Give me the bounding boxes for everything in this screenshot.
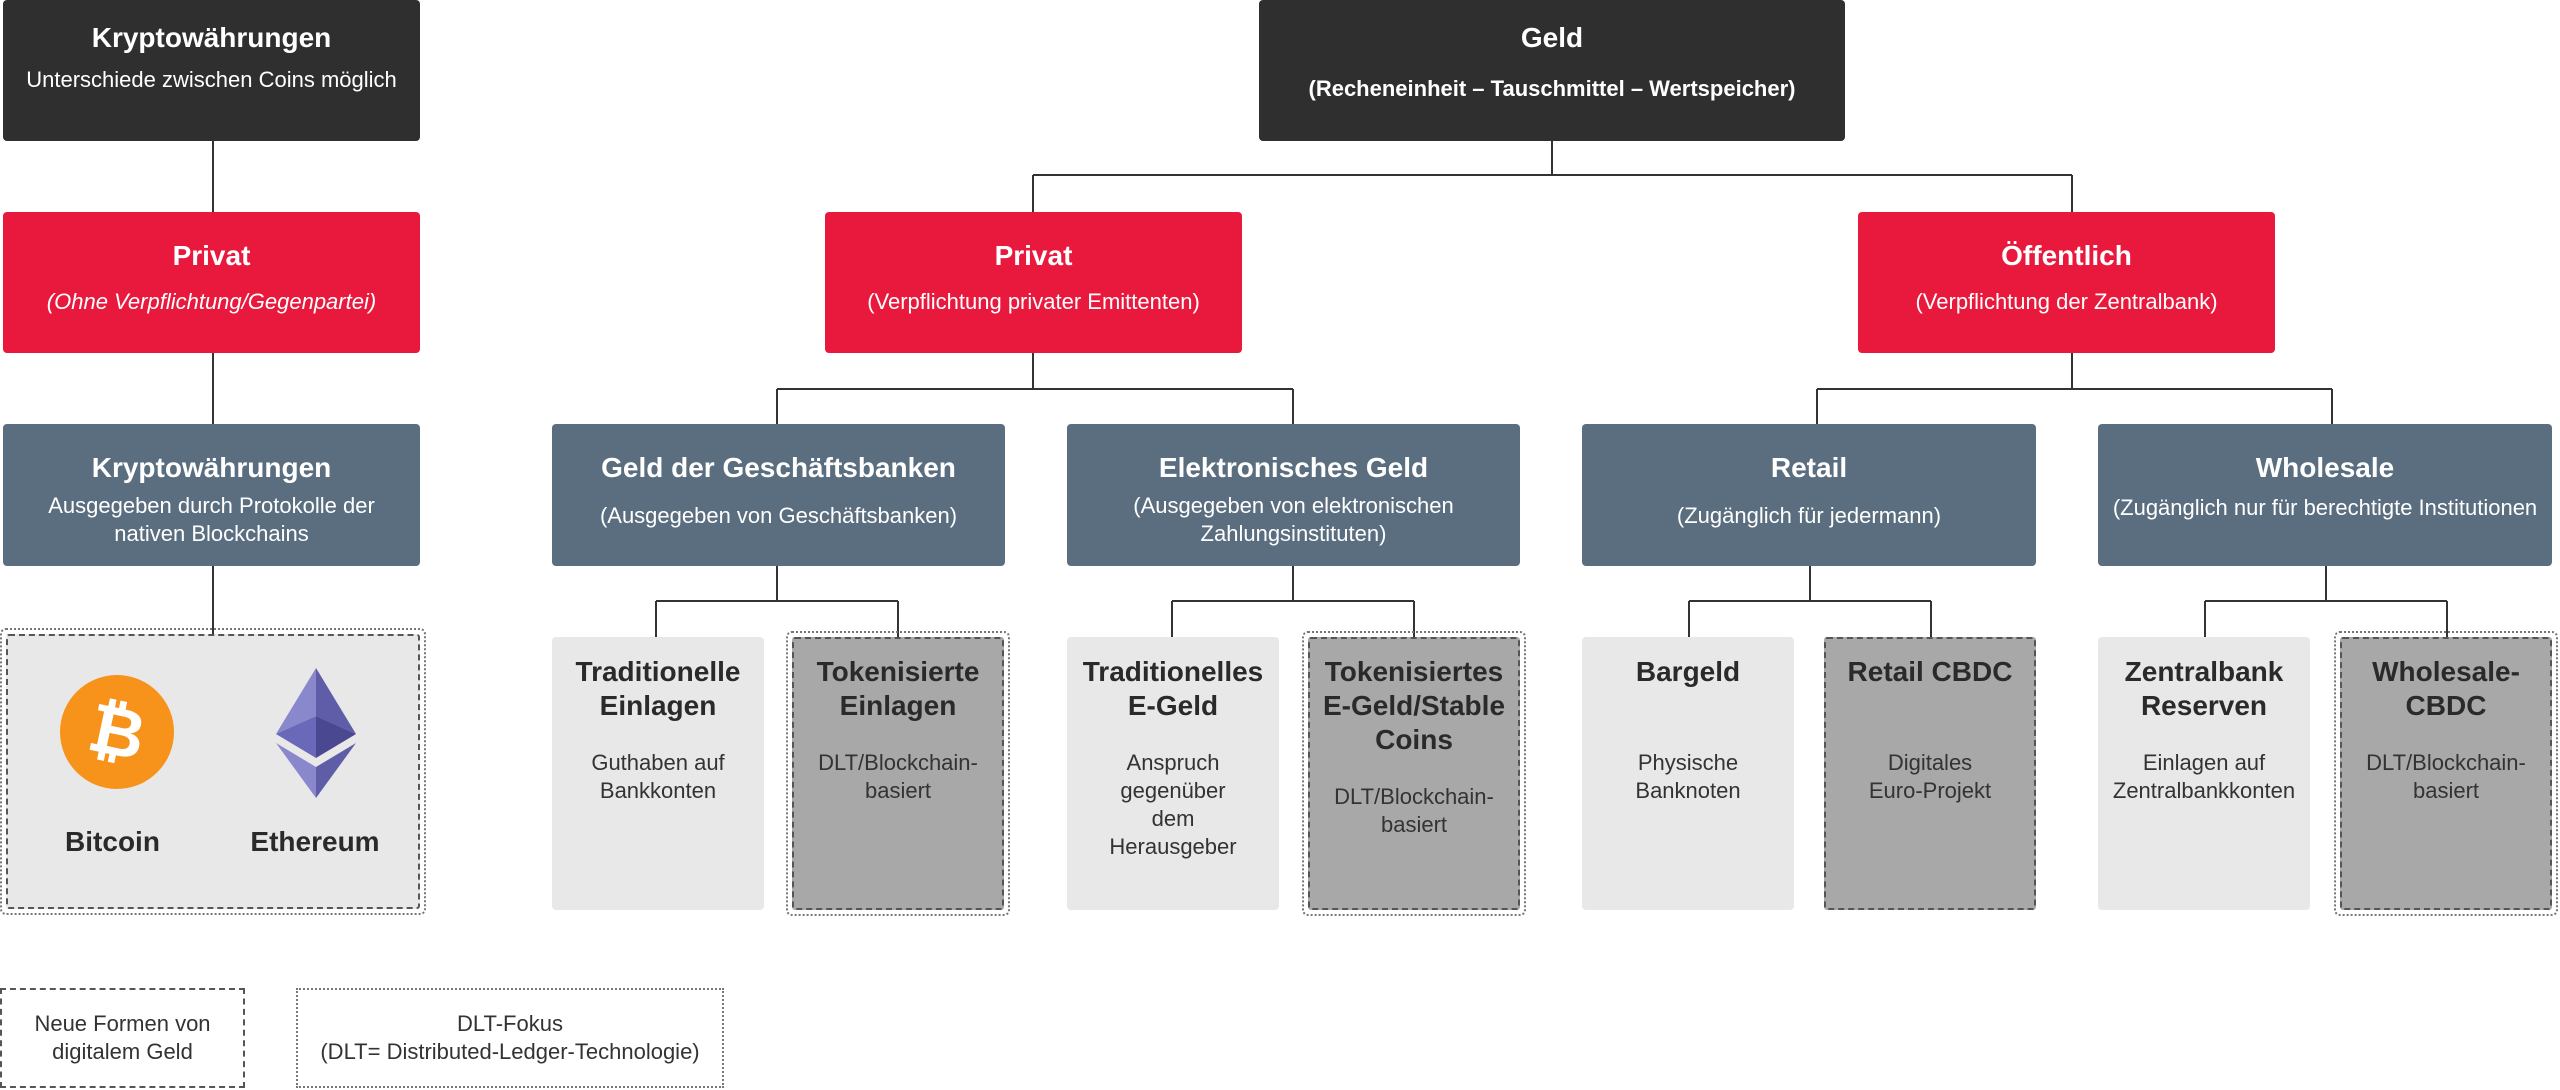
left-coins-dlt-frame bbox=[0, 628, 426, 915]
leaf-traditional-deposits-title: Traditionelle Einlagen bbox=[575, 656, 741, 721]
bitcoin-label: Bitcoin bbox=[65, 826, 160, 857]
level2-retail-title: Retail bbox=[1770, 452, 1848, 483]
level2-commercial-bank-box: Geld der Geschäftsbanken (Ausgegeben von… bbox=[552, 424, 1005, 566]
left-private-title: Privat bbox=[172, 240, 251, 271]
leaf-wholesale-cbdc-subtitle: DLT/Blockchain-basiert bbox=[2366, 750, 2526, 803]
leaf-cash: Bargeld Physische Banknoten bbox=[1582, 637, 1794, 910]
level2-retail-box: Retail (Zugänglich für jedermann) bbox=[1582, 424, 2036, 566]
leaf-retail-cbdc-title: Retail CBDC bbox=[1847, 656, 2013, 687]
leaf-retail-cbdc: Retail CBDC Digitales Euro-Projekt bbox=[1824, 637, 2036, 910]
leaf-tokenized-deposits: Tokenisierte Einlagen DLT/Blockchain-bas… bbox=[792, 637, 1004, 910]
leaf-traditional-emoney-subtitle: Anspruch gegenüber dem Herausgeber bbox=[1109, 750, 1237, 859]
root-subtitle: (Recheneinheit – Tauschmittel – Wertspei… bbox=[1308, 76, 1796, 101]
leaf-traditional-deposits-subtitle: Guthaben auf Bankkonten bbox=[591, 750, 725, 803]
leaf-cash-title: Bargeld bbox=[1635, 656, 1741, 687]
level2-emoney-subtitle: (Ausgegeben von elektronischen Zahlungsi… bbox=[1133, 493, 1454, 546]
left-top-subtitle: Unterschiede zwischen Coins möglich bbox=[26, 67, 397, 92]
root-title: Geld bbox=[1520, 22, 1584, 53]
left-crypto-subtitle: Ausgegeben durch Protokolle der nativen … bbox=[48, 493, 375, 546]
legend-dotted-title: DLT-Fokus bbox=[457, 1011, 563, 1036]
legend-dotted-subtitle: (DLT= Distributed-Ledger-Technologie) bbox=[320, 1039, 700, 1064]
level2-wholesale-subtitle: (Zugänglich nur für berechtigte Institut… bbox=[2112, 495, 2538, 520]
leaf-wholesale-cbdc-title: Wholesale-CBDC bbox=[2372, 656, 2520, 721]
leaf-central-bank-reserves: Zentralbank Reserven Einlagen auf Zentra… bbox=[2098, 637, 2310, 910]
left-crypto-box: Kryptowährungen Ausgegeben durch Protoko… bbox=[3, 424, 420, 566]
level1-private-title: Privat bbox=[994, 240, 1073, 271]
leaf-tokenized-emoney-subtitle: DLT/Blockchain-basiert bbox=[1334, 784, 1494, 837]
leaf-tokenized-deposits-dlt-frame bbox=[786, 631, 1010, 916]
leaf-traditional-emoney: Traditionelles E-Geld Anspruch gegenüber… bbox=[1067, 637, 1279, 910]
level1-public-subtitle: (Verpflichtung der Zentralbank) bbox=[1915, 289, 2218, 314]
left-crypto-title: Kryptowährungen bbox=[91, 452, 332, 483]
ethereum-label: Ethereum bbox=[250, 826, 380, 857]
left-top-box: Kryptowährungen Unterschiede zwischen Co… bbox=[3, 0, 420, 141]
bitcoin-icon: ₿ bbox=[60, 675, 174, 789]
level2-emoney-title: Elektronisches Geld bbox=[1158, 452, 1429, 483]
level2-commercial-bank-title: Geld der Geschäftsbanken bbox=[601, 452, 956, 483]
bitcoin-coin: ₿ bbox=[60, 675, 174, 789]
left-coins-box bbox=[6, 634, 420, 909]
legend-dotted-box: DLT-Fokus (DLT= Distributed-Ledger-Techn… bbox=[296, 988, 724, 1088]
level2-wholesale-title: Wholesale bbox=[2255, 452, 2395, 483]
root-box: Geld (Recheneinheit – Tauschmittel – Wer… bbox=[1259, 0, 1845, 141]
level1-private-subtitle: (Verpflichtung privater Emittenten) bbox=[867, 289, 1200, 314]
leaf-retail-cbdc-subtitle: Digitales Euro-Projekt bbox=[1868, 750, 1992, 803]
level2-emoney-box: Elektronisches Geld (Ausgegeben von elek… bbox=[1067, 424, 1520, 566]
leaf-tokenized-emoney-dlt-frame bbox=[1302, 631, 1526, 916]
leaf-wholesale-cbdc: Wholesale-CBDC DLT/Blockchain-basiert bbox=[2340, 637, 2552, 910]
leaf-tokenized-deposits-subtitle: DLT/Blockchain-basiert bbox=[818, 750, 978, 803]
level1-public-box: Öffentlich (Verpflichtung der Zentralban… bbox=[1858, 212, 2275, 353]
level1-private-box: Privat (Verpflichtung privater Emittente… bbox=[825, 212, 1242, 353]
ethereum-coin bbox=[276, 668, 356, 798]
left-private-box: Privat (Ohne Verpflichtung/Gegenpartei) bbox=[3, 212, 420, 353]
level2-commercial-bank-subtitle: (Ausgegeben von Geschäftsbanken) bbox=[599, 503, 958, 528]
legend-dashed-text: Neue Formen von digitalem Geld bbox=[34, 1011, 211, 1064]
left-top-title: Kryptowährungen bbox=[91, 22, 332, 53]
level1-public-title: Öffentlich bbox=[2001, 240, 2132, 271]
leaf-cash-subtitle: Physische Banknoten bbox=[1635, 750, 1741, 803]
leaf-central-bank-reserves-title: Zentralbank Reserven bbox=[2124, 656, 2284, 721]
ethereum-icon bbox=[276, 668, 356, 798]
level2-wholesale-box: Wholesale (Zugänglich nur für berechtigt… bbox=[2098, 424, 2552, 566]
leaf-wholesale-cbdc-dlt-frame bbox=[2334, 631, 2558, 916]
leaf-tokenized-emoney-title: Tokenisiertes E-Geld/Stable Coins bbox=[1322, 656, 1506, 755]
left-private-subtitle: (Ohne Verpflichtung/Gegenpartei) bbox=[46, 289, 377, 314]
leaf-traditional-deposits: Traditionelle Einlagen Guthaben auf Bank… bbox=[552, 637, 764, 910]
level2-retail-subtitle: (Zugänglich für jedermann) bbox=[1676, 503, 1942, 528]
leaf-traditional-emoney-title: Traditionelles E-Geld bbox=[1082, 656, 1264, 721]
leaf-tokenized-emoney: Tokenisiertes E-Geld/Stable Coins DLT/Bl… bbox=[1308, 637, 1520, 910]
leaf-tokenized-deposits-title: Tokenisierte Einlagen bbox=[816, 656, 980, 721]
legend-dashed-box: Neue Formen von digitalem Geld bbox=[0, 988, 245, 1088]
leaf-central-bank-reserves-subtitle: Einlagen auf Zentralbankkonten bbox=[2112, 750, 2296, 803]
